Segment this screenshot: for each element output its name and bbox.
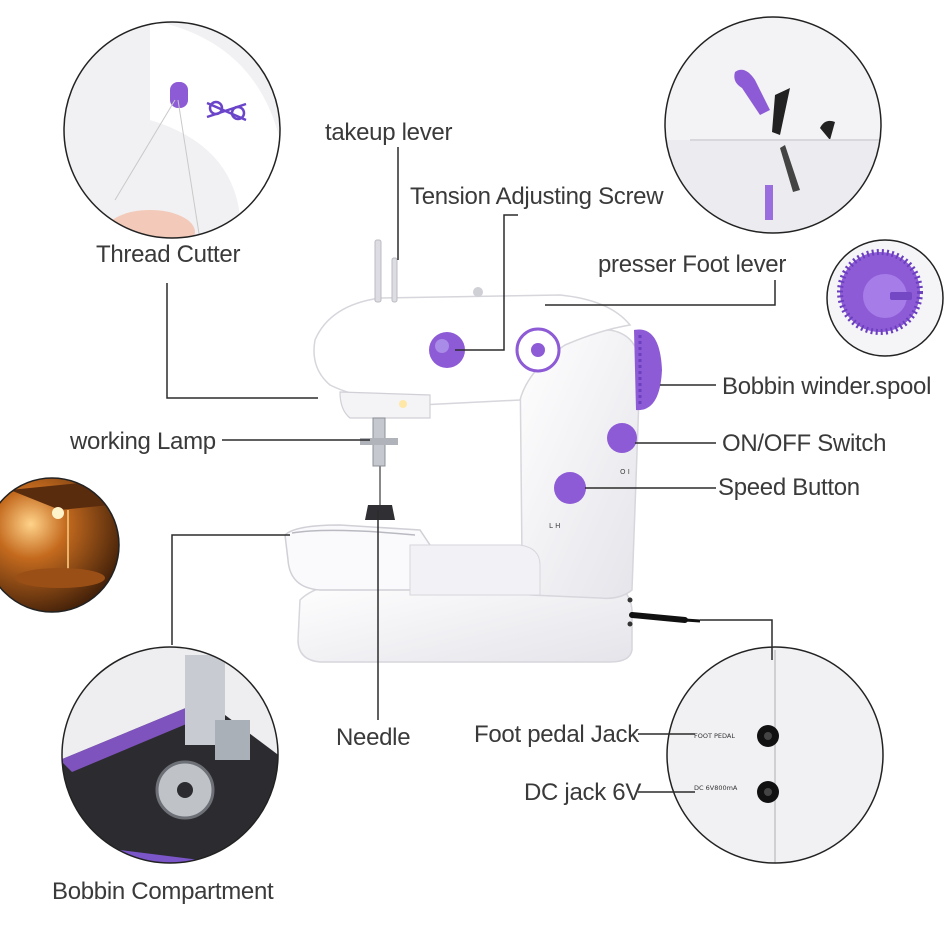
thread-cutter-inset: [63, 21, 281, 239]
jack-panel-inset: FOOT PEDAL DC 6V800mA: [666, 646, 884, 864]
scissors-icon: [206, 100, 247, 122]
bobbin-winder-inset: [826, 239, 944, 357]
dc-panel-text: DC 6V800mA: [694, 784, 738, 792]
handwheel[interactable]: [634, 329, 662, 411]
power-switch-marks: O I: [620, 468, 630, 476]
leader-lines: [166, 147, 776, 793]
label-working-lamp: working Lamp: [70, 428, 216, 455]
presser-lever-inset: [664, 16, 882, 234]
label-needle: Needle: [336, 724, 411, 751]
label-thread-cutter: Thread Cutter: [96, 241, 241, 268]
label-foot-pedal-jack: Foot pedal Jack: [474, 721, 639, 748]
label-bobbin-winder-spool: Bobbin winder.spool: [722, 373, 932, 400]
speed-button[interactable]: [554, 472, 586, 504]
power-button[interactable]: [607, 423, 637, 453]
label-on-off-switch: ON/OFF Switch: [722, 430, 887, 457]
label-presser-foot-lever: presser Foot lever: [598, 251, 787, 278]
foot-pedal-panel-text: FOOT PEDAL: [694, 732, 735, 740]
sewing-machine: O I L H: [284, 239, 701, 663]
working-lamp-inset: [0, 477, 120, 613]
label-dc-jack: DC jack 6V: [524, 779, 642, 806]
speed-switch-marks: L H: [549, 522, 560, 530]
label-tension-adjusting-screw: Tension Adjusting Screw: [410, 183, 664, 210]
bobbin-compartment-inset: [61, 646, 279, 864]
label-takeup-lever: takeup lever: [325, 119, 453, 146]
label-bobbin-compartment: Bobbin Compartment: [52, 878, 274, 905]
label-speed-button: Speed Button: [718, 474, 860, 501]
